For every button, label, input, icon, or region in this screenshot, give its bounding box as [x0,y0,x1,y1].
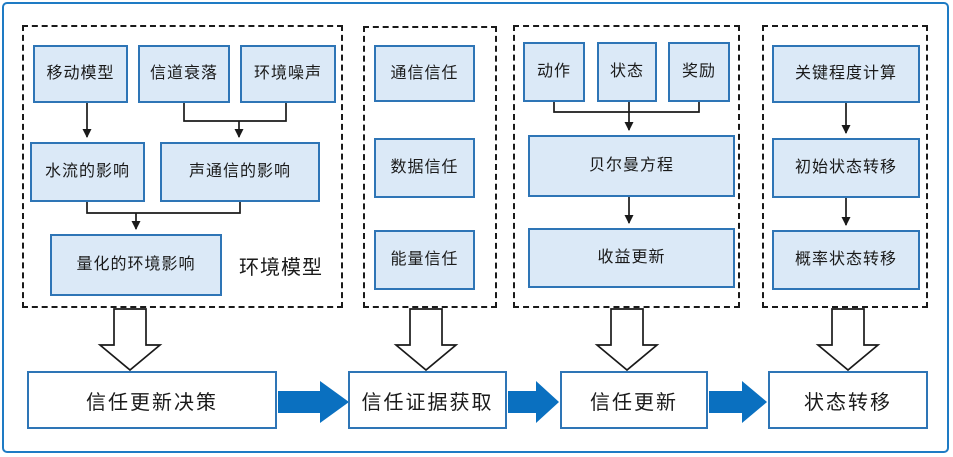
environment-model-label: 环境模型 [239,256,323,279]
box-acoustic-comm-effect: 声通信的影响 [160,142,320,202]
connector-fading-noise-bus [183,103,287,122]
down-block-arrow-3 [594,308,660,372]
box-action: 动作 [523,42,585,102]
box-comm-trust: 通信信任 [374,45,475,102]
down-block-arrow-2 [393,308,459,372]
down-block-arrow-4 [815,308,881,372]
box-state-transition: 状态转移 [768,371,928,429]
flow-arrow-evidence-to-update [508,381,559,423]
down-block-arrow-1 [97,308,163,372]
box-trust-evidence-acquisition: 信任证据获取 [348,371,507,429]
connector-effects-bus [86,202,241,214]
box-data-trust: 数据信任 [374,138,475,198]
box-prob-state-transition: 概率状态转移 [772,230,920,290]
box-quantified-env-effect: 量化的环境影响 [50,234,222,296]
box-water-flow-effect: 水流的影响 [30,142,145,202]
box-criticality-calc: 关键程度计算 [772,45,920,103]
box-channel-fading: 信道衰落 [138,45,230,103]
connector-action-reward-bus [553,102,700,113]
flow-arrow-update-to-transition [709,381,767,423]
flow-arrow-decision-to-evidence [278,381,349,423]
box-mobile-model: 移动模型 [33,45,128,103]
group-environment-model [22,25,343,308]
box-initial-state-transition: 初始状态转移 [772,138,920,198]
box-state: 状态 [597,42,657,102]
box-energy-trust: 能量信任 [374,230,475,290]
group-trust-types [363,26,497,308]
box-reward: 奖励 [668,42,730,102]
box-bellman-equation: 贝尔曼方程 [528,135,735,197]
box-env-noise: 环境噪声 [240,45,336,103]
box-revenue-update: 收益更新 [528,228,735,288]
group-bellman-learning [513,25,740,308]
group-state-transition [762,25,928,308]
box-trust-update-decision: 信任更新决策 [27,371,277,429]
box-trust-update: 信任更新 [560,371,708,429]
